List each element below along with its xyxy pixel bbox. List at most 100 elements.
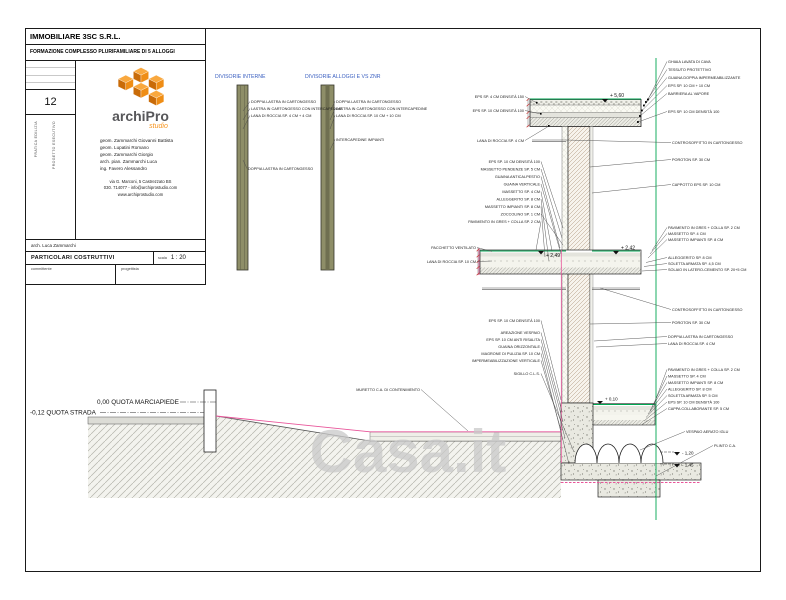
revision-row	[26, 68, 75, 76]
signature-row: arch. Luca Zammarchi	[26, 240, 205, 252]
annotation-label: LANA DI ROCCIA SP. 4 CM + 4 CM	[251, 114, 311, 118]
annotation-label: MASSETTO IMPIANTI SP. 8 CM	[668, 381, 723, 385]
elevation-label: - 1,20	[682, 451, 694, 456]
partition-wall-interne	[236, 84, 249, 271]
annotation-label: VESPAIO AERATO IGLU	[686, 430, 729, 434]
annotation-label: LANA DI ROCCIA SP. 4 CM	[668, 342, 715, 346]
revision-table	[26, 61, 75, 90]
titleblock-footer: committente progettista	[26, 265, 205, 284]
revision-row	[26, 76, 75, 83]
annotation-label: EPS SP. 10 CM ANTI RISALITA	[486, 338, 540, 342]
elevation-label: + 5,60	[610, 93, 624, 99]
annotation-label: AREAZIONE VESPAIO	[501, 331, 540, 335]
side-labels: PRATICA EDILIZIA PROGETTO ESECUTIVO	[26, 115, 75, 239]
revision-row	[26, 61, 75, 69]
section-title-divisorie-alloggi: DIVISORIE ALLOGGI E VS ZNR	[305, 74, 381, 80]
sidewalk-level-label: 0,00 QUOTA MARCIAPIEDE	[97, 399, 179, 406]
annotation-label: GHIAIA LAVATA DI CAVA	[668, 60, 711, 64]
annotation-label: MASSETTO SP. 4 CM	[502, 190, 540, 194]
annotation-label: LASTRA IN CARTONGESSO CON INTERCAPEDINE	[251, 107, 343, 111]
watermark-text: Casa.it	[310, 418, 507, 485]
annotation-label: PLINTO C.A.	[714, 444, 736, 448]
ground-floor-package	[589, 403, 656, 426]
project-name: FORMAZIONE COMPLESSO PLURIFAMILIARE DI 5…	[26, 45, 205, 61]
annotation-label: EPS SP. 10 CM DENSITÀ 100	[489, 160, 540, 164]
leader-lines	[242, 61, 714, 477]
annotation-label: LANA DI ROCCIA SP. 10 CM + 10 CM	[336, 114, 401, 118]
annotation-label: GUAINA VERTICALE	[504, 183, 541, 187]
annotation-label: CONTROSOFFITTO IN CARTONGESSO	[672, 308, 743, 312]
annotation-label: DOPPIA LASTRA IN CARTONGESSO	[248, 167, 313, 171]
road-level-label: -0,12 QUOTA STRADA	[30, 410, 97, 417]
street-levels: 0,00 QUOTA MARCIAPIEDE -0,12 QUOTA STRAD…	[30, 399, 216, 417]
elevation-label: + 2,42	[621, 246, 635, 252]
annotation-label: CAPPA COLLABORANTE SP. 5 CM	[668, 407, 729, 411]
team-member: geom. Zammarchi Giorgio	[100, 152, 154, 158]
annotation-label: MURETTO C.A. DI CONTENIMENTO	[356, 388, 420, 392]
reference-lines	[560, 58, 657, 520]
annotation-label: DOPPIA LASTRA IN CARTONGESSO	[251, 100, 316, 104]
sheet-number: 12	[26, 90, 75, 115]
address-line: www.archiprostudio.com	[117, 191, 164, 197]
annotation-label: CONTROSOFFITTO IN CARTONGESSO	[672, 141, 743, 145]
annotation-label: EPS SP. 10 CM + 10 CM	[668, 84, 710, 88]
design-team: geom. Zammarchi Giovanni Battista geom. …	[76, 137, 173, 173]
annotation-label: ALLEGGERITO SP. 8 CM	[668, 388, 712, 392]
elevation-label: + 0,10	[605, 397, 618, 402]
scale-value: 1 : 20	[170, 255, 186, 261]
titleblock-left-column: 12 PRATICA EDILIZIA PROGETTO ESECUTIVO	[26, 61, 76, 239]
scale-box: scala 1 : 20	[153, 252, 205, 264]
annotation-label: SOLETTA ARMATA SP. 5 CM	[668, 394, 718, 398]
annotation-label: IMPERMEABILIZZAZIONE VERTICALE	[472, 359, 540, 363]
address-line: via G. Marconi, 5 Castrezzato BS	[109, 178, 172, 184]
studio-address: via G. Marconi, 5 Castrezzato BS 030. 71…	[104, 179, 177, 199]
annotation-label: MASSETTO PENDENZE SP. 5 CM	[481, 168, 540, 172]
annotation-label: LANA DI ROCCIA SP. 10 CM	[427, 260, 476, 264]
annotation-label: SIGILLO C.L.S.	[514, 372, 540, 376]
titleblock-right-column: archiPro studio geom. Zammarchi Giovanni…	[76, 61, 205, 239]
side-label: PRATICA EDILIZIA	[34, 121, 38, 158]
annotation-label: PAVIMENTO IN GRES + COLLA SP. 2 CM	[468, 220, 540, 224]
section-title-divisorie-interne: DIVISORIE INTERNE	[215, 74, 266, 80]
foundation-slab	[560, 462, 702, 481]
team-member: ing. Favero Alessandro	[100, 166, 147, 172]
ground-section	[87, 389, 562, 498]
annotation-label: POROTON SP. 30 CM	[672, 158, 710, 162]
title-block: IMMOBILIARE 3SC S.R.L. FORMAZIONE COMPLE…	[25, 28, 206, 285]
titleblock-main: 12 PRATICA EDILIZIA PROGETTO ESECUTIVO a…	[26, 61, 205, 240]
annotation-label: PAVIMENTO IN GRES + COLLA SP. 2 CM	[668, 368, 740, 372]
leader-dots	[536, 98, 649, 127]
annotation-label: GUAINA ORIZZONTALE	[498, 345, 540, 349]
annotation-label: LASTRA IN CARTONGESSO CON INTERCAPEDINE	[336, 107, 428, 111]
annotation-label: SOLAIO IN LATERO-CEMENTO SP. 20+5 CM	[668, 268, 746, 272]
annotation-label: LANA DI ROCCIA SP. 4 CM	[477, 139, 524, 143]
annotation-label: MASSETTO IMPIANTI SP. 8 CM	[668, 238, 723, 242]
annotation-label: EPS SP. 10 CM DENSITÀ 100	[489, 319, 540, 323]
drawing-title: PARTICOLARI COSTRUTTIVI	[31, 255, 115, 261]
annotation-label: MAGRONE DI PULIZIA SP. 10 CM	[481, 352, 540, 356]
address-line: 030. 714077 - info@archiprostudio.com	[103, 185, 178, 191]
logo-sub: studio	[149, 123, 168, 130]
annotation-label: MASSETTO SP. 4 CM	[668, 375, 706, 379]
scale-label: scala	[158, 256, 167, 260]
annotation-label: DOPPIA LASTRA IN CARTONGESSO	[336, 100, 401, 104]
dimension-chains	[476, 97, 530, 276]
annotation-label: EPS SP. 10 CM DENSITÀ 100	[473, 109, 524, 113]
elevation-label: - 1,45	[682, 463, 694, 468]
partition-wall-alloggi	[320, 84, 335, 271]
plinto	[597, 479, 661, 498]
team-member: geom. Zammarchi Giovanni Battista	[100, 138, 174, 143]
signature: arch. Luca Zammarchi	[31, 243, 76, 248]
roof-slab	[529, 98, 642, 127]
annotation-label: MASSETTO IMPIANTI SP. 8 CM	[485, 205, 540, 209]
vespaio-arches	[574, 443, 664, 464]
annotation-label: DOPPIA LASTRA IN CARTONGESSO	[668, 335, 733, 339]
team-member: arch. pian. Zammarchi Luca	[100, 159, 157, 165]
annotation-label: BARRIERA AL VAPORE	[668, 92, 710, 96]
annotation-label: PAVIMENTO IN GRES + COLLA SP. 2 CM	[668, 226, 740, 230]
annotation-label: GUAINA DOPPIA IMPERMEABILIZZANTE	[668, 76, 741, 80]
annotation-label: INTERCAPEDINE IMPIANTI	[336, 138, 384, 142]
annotation-label: GUAINA ANTICALPESTIO	[495, 175, 540, 179]
annotation-label: EPS SP. 10 CM DENSITÀ 100	[668, 110, 719, 114]
